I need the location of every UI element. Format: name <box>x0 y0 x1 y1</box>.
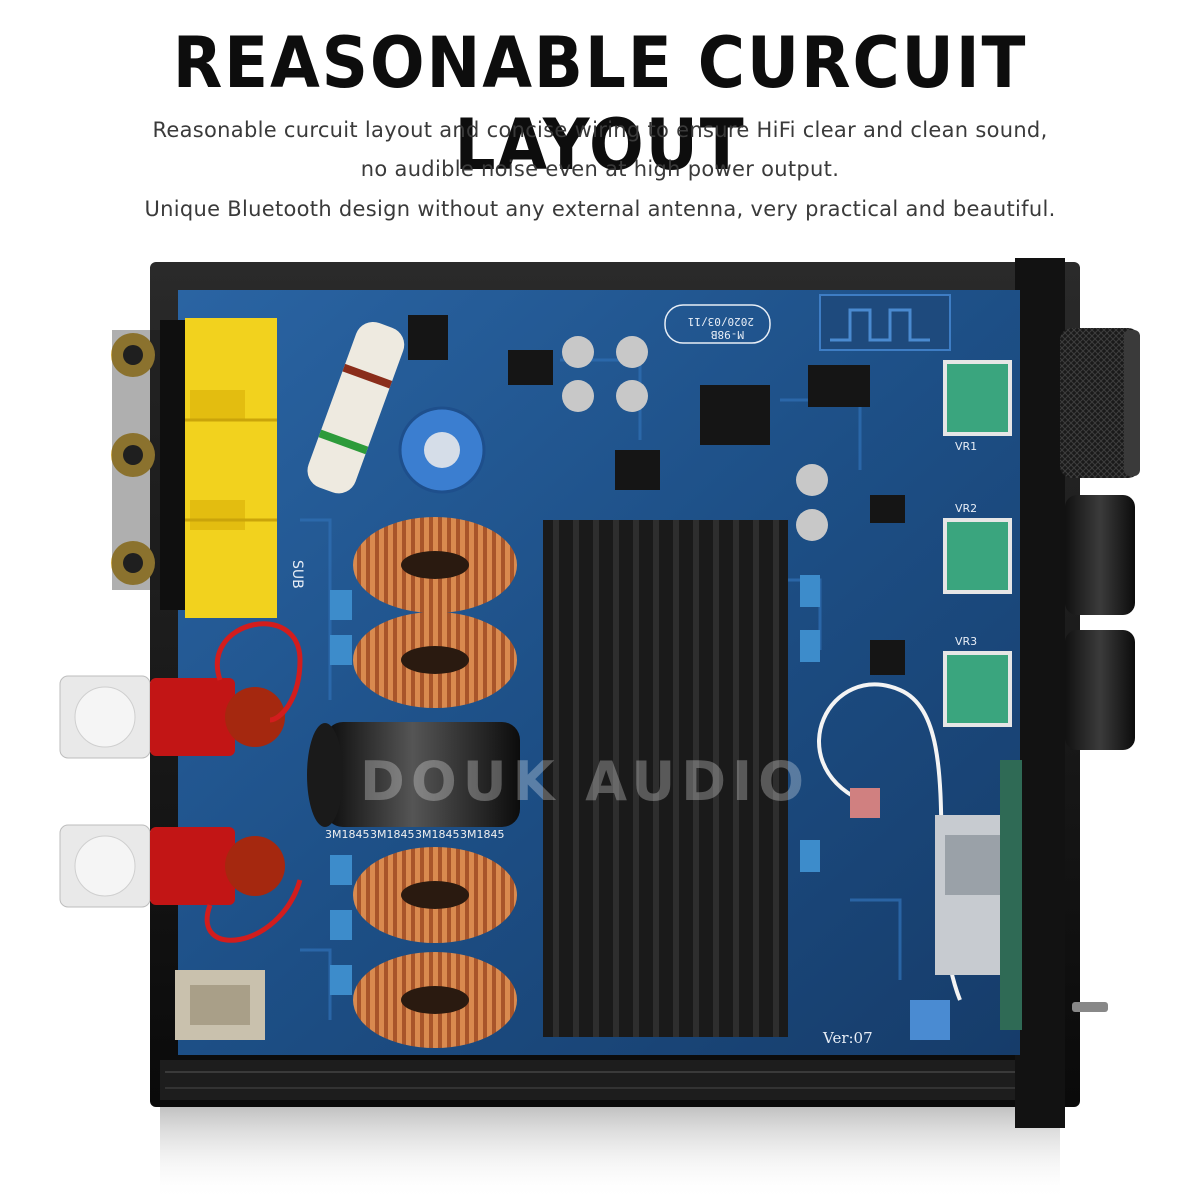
board-version: Ver:07 <box>822 1029 873 1047</box>
cap-mark-1: 3M1845 <box>325 828 369 841</box>
speaker-wire <box>215 621 303 723</box>
inductor-2 <box>353 612 517 708</box>
cap-mark-2: 3M1845 <box>370 828 414 841</box>
pot-label-vr2: VR2 <box>955 502 977 515</box>
cap-mark-3: 3M1845 <box>415 828 459 841</box>
inductor-1 <box>353 517 517 613</box>
description-line-1: Reasonable curcuit layout and concise wi… <box>152 118 1048 142</box>
heatsink <box>543 520 788 1037</box>
pot-vr2 <box>943 518 1012 594</box>
speaker-terminal-bottom <box>59 824 285 908</box>
bluetooth-antenna <box>819 294 951 351</box>
description-line-2: no audible noise even at high power outp… <box>360 157 840 181</box>
volume-knob <box>1060 328 1140 478</box>
board-model: M-98B <box>711 328 744 341</box>
pot-vr1 <box>943 360 1012 436</box>
watermark: DOUK AUDIO <box>360 750 810 813</box>
sub-label: SUB <box>289 560 305 589</box>
inductor-3 <box>353 847 517 943</box>
inductor-4 <box>353 952 517 1048</box>
pot-label-vr3: VR3 <box>955 635 977 648</box>
board-date: 2020/03/11 <box>688 315 754 328</box>
treble-knob <box>1065 495 1135 615</box>
pot-vr3 <box>943 651 1012 727</box>
headline: REASONABLE CURCUIT LAYOUT <box>172 22 1028 186</box>
reflection <box>160 1105 1060 1200</box>
power-resistor <box>307 321 405 494</box>
rca-yellow-block <box>185 318 277 618</box>
film-capacitors <box>330 575 820 995</box>
rca-inputs <box>111 320 190 610</box>
speaker-terminal-top <box>59 675 285 759</box>
power-switch <box>910 1000 950 1040</box>
description-line-3: Unique Bluetooth design without any exte… <box>144 197 1056 221</box>
cap-mark-4: 3M1845 <box>460 828 504 841</box>
chassis-bottom-rail <box>160 1060 1040 1100</box>
power-toggle <box>1072 1002 1108 1012</box>
ic-chip <box>700 385 770 445</box>
filter-capacitor <box>307 722 520 827</box>
bass-knob <box>1065 630 1135 750</box>
front-panel <box>1015 258 1065 1128</box>
pot-label-vr1: VR1 <box>955 440 977 453</box>
